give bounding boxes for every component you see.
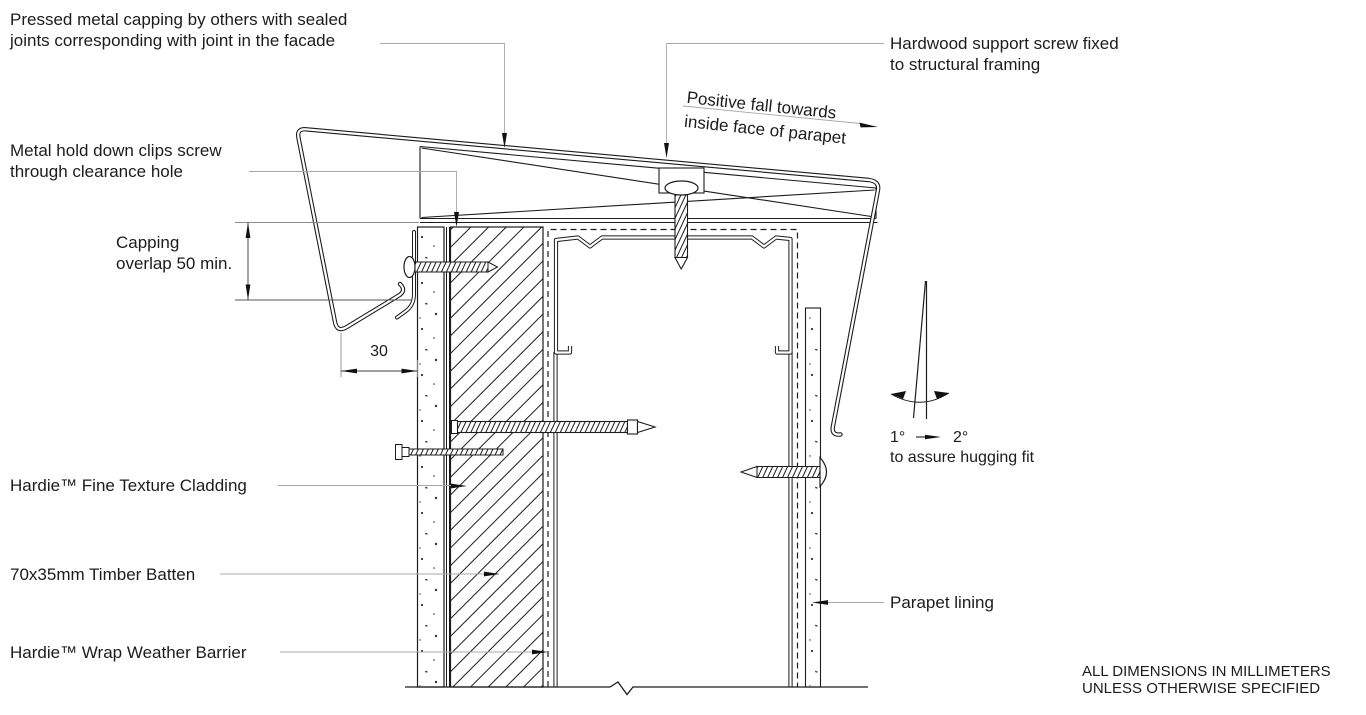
callout-pressed-capping: Pressed metal capping by others with sea… [10,10,348,50]
hold-down-clip [395,230,416,320]
support-screw-vertical [664,180,699,271]
steel-track [553,235,793,355]
leader-cladding [278,483,467,489]
dimension-label-capping-overlap: Capping overlap 50 min. [116,233,233,273]
callout-cladding: Hardie™ Fine Texture Cladding [10,476,247,495]
leader-timber-batten [220,571,500,577]
cladding-cavity-lines [446,227,450,687]
capping-profile [295,127,881,437]
packer-x-brace-1 [421,147,875,218]
callout-hold-down-clips: Metal hold down clips screw through clea… [10,141,222,181]
lining-screw [739,455,828,489]
packer-x-brace-2 [421,189,875,219]
wall-cladding-board [416,226,445,688]
callout-weather-barrier: Hardie™ Wrap Weather Barrier [10,643,247,662]
hardwood-packer [419,145,878,224]
leader-hardwood-screw [664,43,884,158]
leader-pressed-capping [380,43,507,148]
leader-hold-down-clips [249,171,459,227]
leader-positive-fall [682,105,878,128]
leader-parapet-lining [812,600,884,605]
angle-indicator [890,280,950,440]
dimension-30 [340,333,418,377]
callout-timber-batten: 70x35mm Timber Batten [10,565,196,584]
ground-line [405,681,868,696]
angle-note-label: to assure hugging fit [890,449,1035,466]
batten-screw [451,419,657,435]
units-note: ALL DIMENSIONS IN MILLIMETERS UNLESS OTH… [1082,663,1331,697]
cladding-screw [395,444,504,460]
callout-parapet-lining: Parapet lining [890,593,994,612]
angle-max-label: 2° [953,429,969,446]
timber-batten [449,226,544,688]
angle-min-label: 1° [890,429,906,446]
leader-weather-barrier [280,649,548,655]
weather-barrier-line [547,228,799,687]
clip-screw [403,255,499,279]
dimension-label-30: 30 [370,343,388,360]
parapet-lining-board [804,307,822,688]
angle-range-arrow [925,434,941,440]
callout-hardwood-screw: Hardwood support screw fixed to structur… [890,34,1119,74]
dimension-capping-overlap [235,222,419,301]
